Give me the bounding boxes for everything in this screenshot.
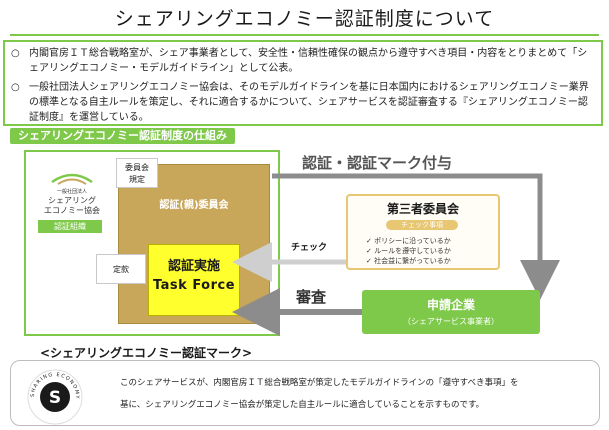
committee-rules-label: 委員会 規定 bbox=[125, 163, 149, 184]
logo-name-line-1: シェアリング bbox=[48, 195, 96, 205]
logo-name-line-2: エコノミー協会 bbox=[44, 205, 100, 215]
applicant-company-box: 申請企業 （シェアサービス事業者） bbox=[362, 290, 540, 334]
sharing-economy-logo-icon: 一般社団法人 シェアリング エコノミー協会 bbox=[44, 173, 100, 215]
certification-arrow-label: 認証・認証マーク付与 bbox=[302, 154, 453, 172]
mark-description-line-1: このシェアサービスが、内閣官房ＩＴ総合戦略室が策定したモデルガイドラインの「遵守… bbox=[120, 378, 519, 388]
bullet-circle-icon: ○ bbox=[11, 82, 20, 93]
certification-org-badge: 認証組織 bbox=[38, 220, 102, 233]
title-underline bbox=[10, 34, 599, 36]
diagram-section-title: シェアリングエコノミー認証制度の仕組み bbox=[10, 128, 235, 144]
logo-org-type: 一般社団法人 bbox=[57, 188, 87, 195]
check-icon: ✓ bbox=[366, 237, 372, 245]
bullet-circle-icon: ○ bbox=[11, 48, 20, 59]
bylaws-label: 定款 bbox=[113, 265, 129, 274]
mark-description-line-2: 基に、シェアリングエコノミー協会が策定した自主ルールに適合していることを示すもの… bbox=[120, 400, 485, 410]
task-force-box: 認証実施 Task Force bbox=[148, 244, 240, 316]
check-arrow-label: チェック bbox=[291, 243, 328, 253]
applicant-subtitle: （シェアサービス事業者） bbox=[403, 317, 499, 326]
page-title: シェアリングエコノミー認証制度について bbox=[114, 8, 495, 30]
applicant-title: 申請企業 bbox=[426, 298, 475, 312]
committee-rules-box: 委員会 規定 bbox=[116, 158, 158, 188]
sharing-economy-mark-icon: SHARING ECONOMY S bbox=[27, 369, 83, 425]
intro-box: ○ 内閣官房ＩＴ総合戦略室が、シェア事業者として、安全性・信頼性確保の観点から遵… bbox=[3, 40, 603, 126]
bylaws-box: 定款 bbox=[96, 254, 146, 284]
check-items-label: チェック事項 bbox=[386, 220, 458, 230]
check-item: ✓ ルールを遵守しているか bbox=[366, 247, 451, 255]
third-party-committee-title: 第三者委員会 bbox=[386, 202, 459, 216]
certification-mark-logo: SHARING ECONOMY S bbox=[26, 368, 84, 426]
certification-mark-box bbox=[10, 360, 600, 426]
check-icon: ✓ bbox=[366, 247, 372, 255]
check-item: ✓ ポリシーに沿っているか bbox=[366, 237, 451, 245]
check-icon: ✓ bbox=[366, 257, 372, 265]
mark-letter: S bbox=[49, 388, 61, 408]
association-logo: 一般社団法人 シェアリング エコノミー協会 bbox=[38, 166, 106, 226]
certification-mark-heading: <シェアリングエコノミー認証マーク> bbox=[40, 346, 253, 360]
intro-text: 一般社団法人シェアリングエコノミー協会は、そのモデルガイドラインを基に日本国内に… bbox=[29, 82, 589, 123]
third-party-committee-box bbox=[346, 194, 500, 270]
task-force-title: 認証実施 bbox=[167, 259, 220, 274]
review-arrow-label: 審査 bbox=[296, 288, 327, 306]
committee-label: 認証(親)委員会 bbox=[159, 200, 229, 211]
check-item: ✓ 社会益に繋がっているか bbox=[366, 257, 451, 265]
task-force-subtitle: Task Force bbox=[152, 278, 236, 293]
certification-arrow bbox=[272, 173, 560, 300]
intro-text: 内閣官房ＩＴ総合戦略室が、シェア事業者として、安全性・信頼性確保の観点から遵守す… bbox=[29, 48, 588, 74]
